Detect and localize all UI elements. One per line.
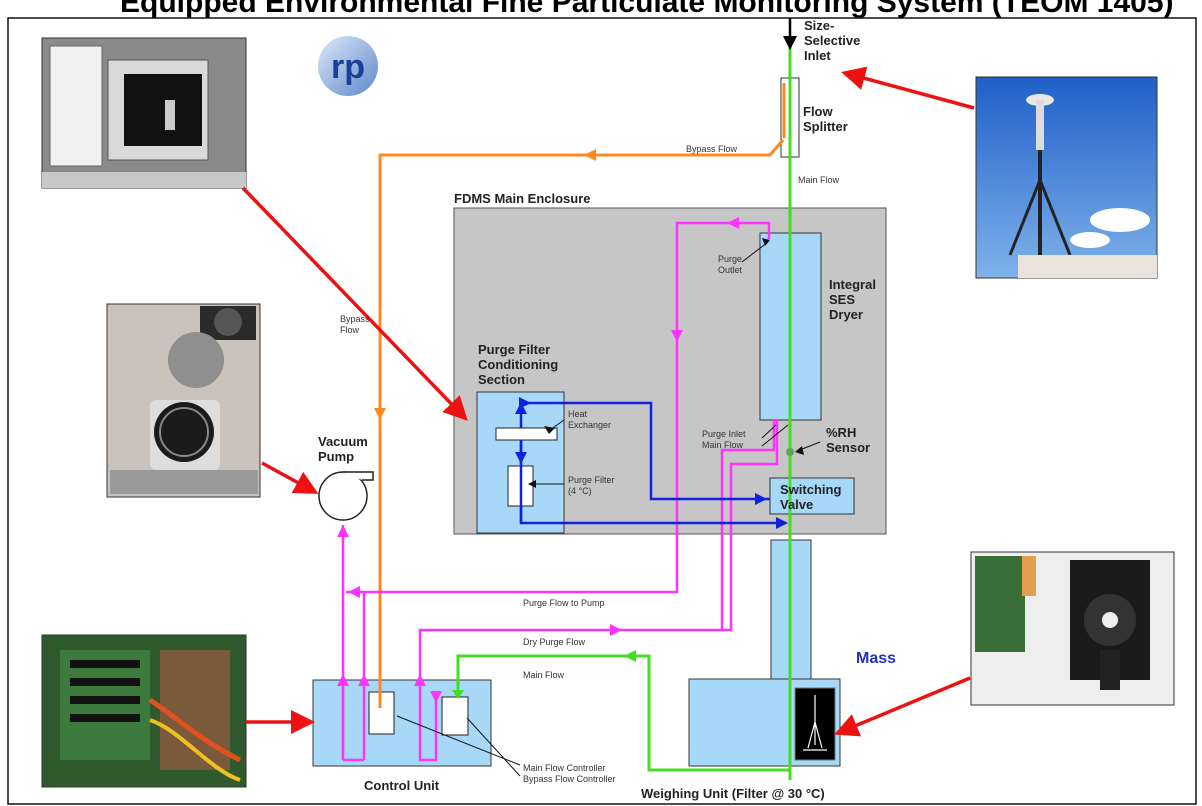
- inlet-photo: [976, 77, 1157, 278]
- main-flow-arrowhead: [624, 650, 636, 662]
- purge-flow-arrowhead: [610, 624, 622, 636]
- vacuum-pump-icon: [319, 472, 373, 520]
- enclosure-photo: [42, 38, 246, 188]
- control-unit-label: Control Unit: [364, 778, 440, 793]
- pump-photo: [107, 304, 260, 497]
- bypass-flow-left-label: Bypass Flow: [340, 314, 372, 335]
- weighing-unit-label: Weighing Unit (Filter @ 30 °C): [641, 786, 825, 801]
- main-flow-bottom-label: Main Flow: [523, 670, 565, 680]
- bypass-flow-arrowhead: [584, 149, 596, 161]
- purge-flow-to-pump-label: Purge Flow to Pump: [523, 598, 605, 608]
- bypass-flow-top-label: Bypass Flow: [686, 144, 738, 154]
- inlet-label: Size- Selective Inlet: [804, 18, 864, 63]
- flow-splitter-label: Flow Splitter: [803, 104, 848, 134]
- main-flow-top-label: Main Flow: [798, 175, 840, 185]
- bypass-flow-arrowhead: [374, 408, 386, 420]
- purge-inlet-label: Purge Inlet Main Flow: [702, 429, 748, 450]
- purge-flow-arrowhead: [337, 525, 349, 537]
- rh-sensor-dot: [786, 448, 794, 456]
- dry-purge-flow-label: Dry Purge Flow: [523, 637, 586, 647]
- circuit-board-photo: [42, 635, 246, 787]
- bypass-flow-controller: [442, 697, 468, 735]
- svg-text:rp: rp: [331, 48, 365, 86]
- enclosure-label: FDMS Main Enclosure: [454, 191, 591, 206]
- bypass-flow-controller-label: Bypass Flow Controller: [523, 774, 616, 784]
- balance-photo: [971, 552, 1174, 705]
- inlet-arrowhead: [783, 36, 797, 50]
- purge-outlet-label: Purge Outlet: [718, 254, 745, 275]
- mass-label: Mass: [856, 650, 896, 667]
- purge-flow-arrowhead: [348, 586, 360, 598]
- vacuum-pump-label: Vacuum Pump: [318, 434, 371, 464]
- main-flow-controller-label: Main Flow Controller: [523, 763, 606, 773]
- company-logo: rp: [318, 36, 378, 96]
